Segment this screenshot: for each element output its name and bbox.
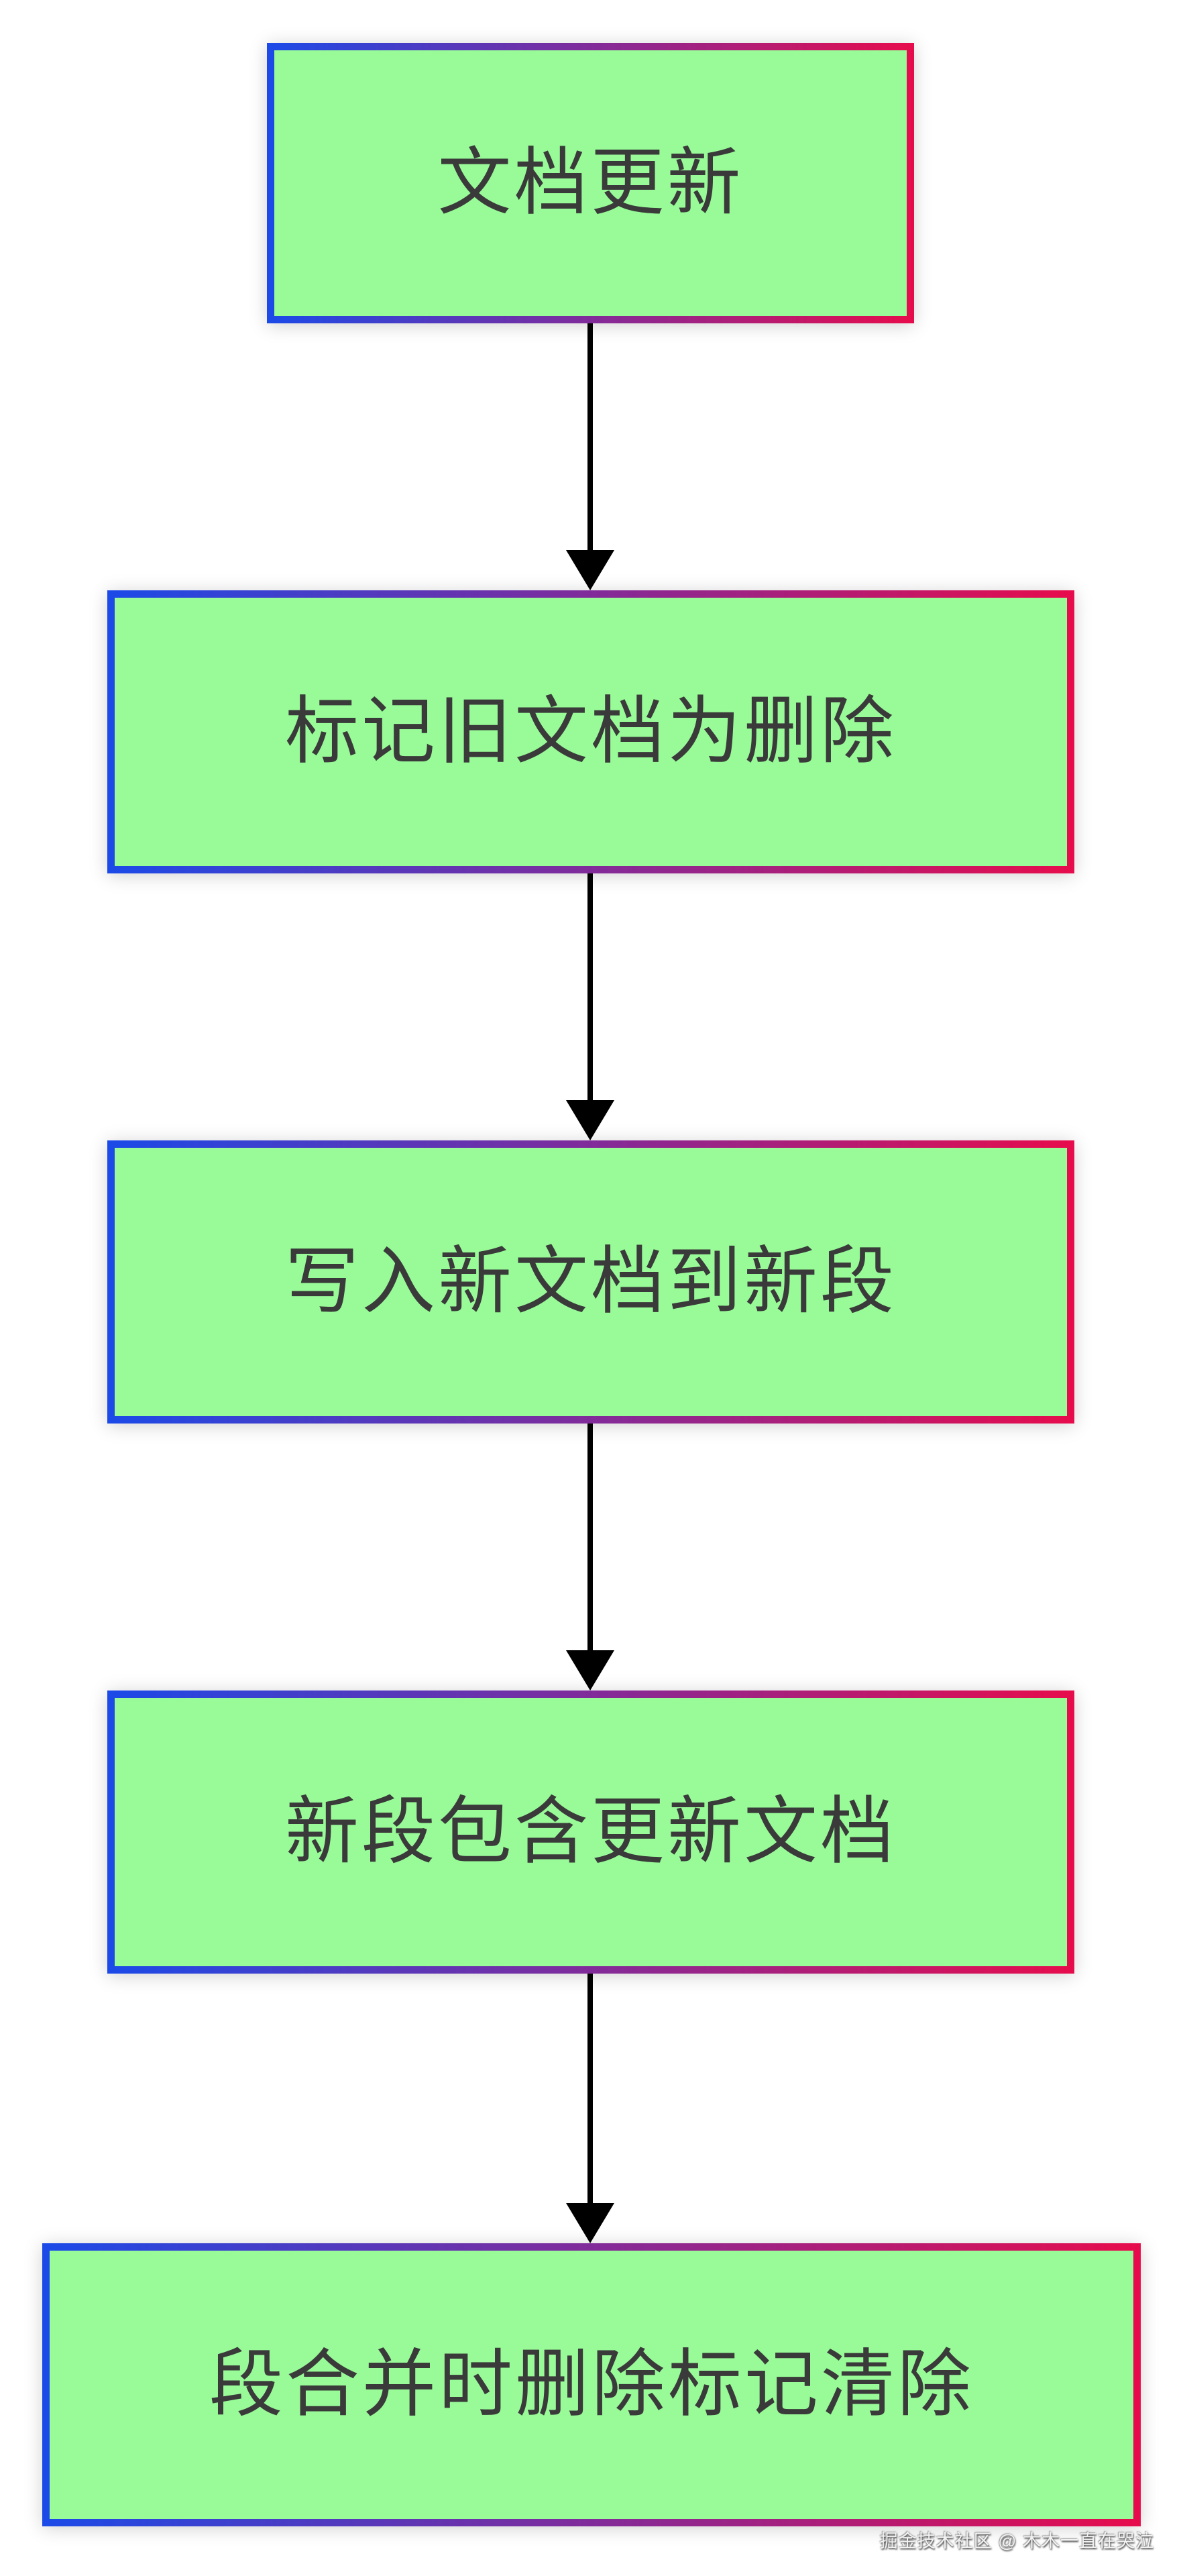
flow-node-body: 标记旧文档为删除 <box>115 598 1067 866</box>
arrow-down-2 <box>566 873 614 1140</box>
arrow-head-icon <box>566 1650 614 1690</box>
flow-node-body: 段合并时删除标记清除 <box>50 2251 1133 2519</box>
arrow-head-icon <box>566 2203 614 2243</box>
flow-node-doc-update: 文档更新 <box>267 43 914 323</box>
arrow-line <box>587 873 593 1106</box>
flow-node-label: 标记旧文档为删除 <box>285 690 897 773</box>
flow-node-label: 写入新文档到新段 <box>285 1240 897 1323</box>
flow-node-mark-old-deleted: 标记旧文档为删除 <box>107 590 1074 873</box>
arrow-line <box>587 1424 593 1656</box>
arrow-line <box>587 1974 593 2208</box>
arrow-down-1 <box>566 323 614 590</box>
arrow-head-icon <box>566 1100 614 1140</box>
flow-node-body: 新段包含更新文档 <box>115 1698 1067 1966</box>
flow-node-merge-clear-marks: 段合并时删除标记清除 <box>42 2243 1141 2526</box>
flow-node-segment-contains: 新段包含更新文档 <box>107 1690 1074 1974</box>
flow-node-label: 段合并时删除标记清除 <box>209 2343 974 2426</box>
flow-node-label: 文档更新 <box>437 142 744 224</box>
flow-node-write-new-segment: 写入新文档到新段 <box>107 1140 1074 1424</box>
arrow-down-4 <box>566 1974 614 2243</box>
flow-node-body: 写入新文档到新段 <box>115 1148 1067 1416</box>
flow-node-body: 文档更新 <box>274 50 907 316</box>
arrow-line <box>587 323 593 555</box>
arrow-head-icon <box>566 550 614 590</box>
flow-node-label: 新段包含更新文档 <box>285 1790 897 1873</box>
arrow-down-3 <box>566 1424 614 1690</box>
watermark: 掘金技术社区 @ 木木一直在哭泣 <box>879 2531 1154 2551</box>
